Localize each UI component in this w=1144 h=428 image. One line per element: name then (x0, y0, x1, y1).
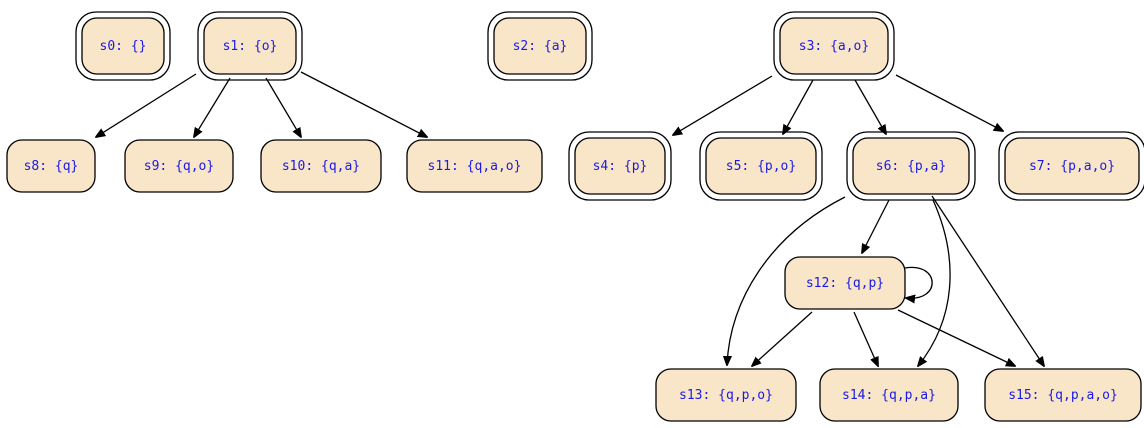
state-box (574, 137, 666, 195)
state-label: s9: {q,o} (144, 159, 214, 174)
state-label: s0: {} (100, 39, 147, 54)
edge-s1-to-s10 (265, 77, 301, 137)
edge-s6-to-s12 (862, 199, 890, 253)
state-box (819, 368, 959, 422)
state-label: s15: {q,p,a,o} (1008, 388, 1118, 403)
state-label: s12: {q,p} (806, 276, 884, 291)
edge-s1-to-s8 (96, 73, 197, 137)
state-box (260, 139, 382, 193)
state-box (784, 256, 906, 310)
edges-layer (96, 71, 1044, 366)
edge-s6-to-s15 (931, 195, 1044, 366)
state-box (705, 137, 817, 195)
edge-s12-to-s13 (752, 311, 813, 366)
state-box (852, 137, 970, 195)
edge-s12-to-s12 (905, 266, 933, 298)
state-box (81, 17, 165, 75)
state-box (1004, 137, 1140, 195)
state-label: s2: {a} (513, 39, 568, 54)
state-box (124, 139, 234, 193)
state-node-s2[interactable]: s2: {a} (487, 11, 593, 81)
state-label: s11: {q,a,o} (428, 159, 522, 174)
accepting-ring (699, 131, 823, 201)
state-label: s7: {p,a,o} (1029, 159, 1115, 174)
accepting-ring (846, 131, 976, 201)
accepting-ring (197, 11, 303, 81)
accepting-ring (487, 11, 593, 81)
state-node-s10[interactable]: s10: {q,a} (260, 139, 382, 193)
state-node-s11[interactable]: s11: {q,a,o} (406, 139, 543, 193)
accepting-ring (773, 11, 895, 81)
state-node-s12[interactable]: s12: {q,p} (784, 256, 906, 310)
state-node-s8[interactable]: s8: {q} (6, 139, 96, 193)
state-node-s4[interactable]: s4: {p} (568, 131, 672, 201)
state-label: s4: {p} (593, 159, 648, 174)
state-node-s9[interactable]: s9: {q,o} (124, 139, 234, 193)
edge-s3-to-s4 (673, 75, 773, 135)
state-node-s0[interactable]: s0: {} (75, 11, 171, 81)
state-node-s7[interactable]: s7: {p,a,o} (998, 131, 1144, 201)
state-label: s5: {p,o} (726, 159, 796, 174)
state-box (6, 139, 96, 193)
edge-s6-to-s14 (918, 199, 951, 366)
state-label: s1: {o} (223, 39, 278, 54)
state-label: s14: {q,p,a} (842, 388, 936, 403)
edge-s12-to-s14 (853, 311, 878, 366)
state-node-s15[interactable]: s15: {q,p,a,o} (984, 368, 1142, 422)
state-box (984, 368, 1142, 422)
state-box (655, 368, 797, 422)
state-label: s8: {q} (24, 159, 79, 174)
state-label: s10: {q,a} (282, 159, 360, 174)
edge-s1-to-s9 (194, 77, 231, 137)
nodes-layer: s0: {} s1: {o} s2: {a} s3: {a,o} s8: {q} s9: … (6, 11, 1144, 422)
state-box (493, 17, 587, 75)
edge-s3-to-s7 (895, 74, 1003, 131)
accepting-ring (568, 131, 672, 201)
accepting-ring (998, 131, 1144, 201)
edge-s12-to-s15 (897, 309, 1015, 366)
state-node-s3[interactable]: s3: {a,o} (773, 11, 895, 81)
edge-s3-to-s6 (854, 79, 886, 134)
edge-s6-to-s13 (727, 196, 846, 365)
state-node-s1[interactable]: s1: {o} (197, 11, 303, 81)
state-label: s3: {a,o} (799, 39, 869, 54)
state-label: s6: {p,a} (876, 159, 946, 174)
edge-s3-to-s5 (783, 79, 814, 134)
edge-s1-to-s11 (300, 71, 427, 137)
accepting-ring (75, 11, 171, 81)
state-node-s6[interactable]: s6: {p,a} (846, 131, 976, 201)
state-label: s13: {q,p,o} (679, 388, 773, 403)
state-box (406, 139, 543, 193)
state-node-s5[interactable]: s5: {p,o} (699, 131, 823, 201)
state-node-s13[interactable]: s13: {q,p,o} (655, 368, 797, 422)
state-box (203, 17, 297, 75)
state-box (779, 17, 889, 75)
state-node-s14[interactable]: s14: {q,p,a} (819, 368, 959, 422)
